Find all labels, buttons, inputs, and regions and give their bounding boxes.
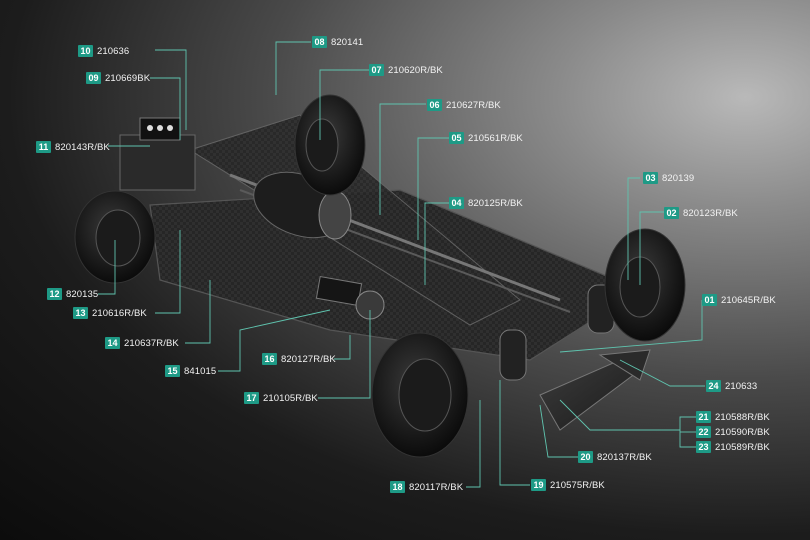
callout-number: 08 bbox=[312, 36, 327, 48]
callout-24: 24 210633 bbox=[706, 379, 757, 393]
top-deck bbox=[188, 114, 521, 326]
callout-number: 09 bbox=[86, 72, 101, 84]
callout-number: 19 bbox=[531, 479, 546, 491]
part-code: 820139 bbox=[662, 172, 695, 184]
part-code: 210669BK bbox=[105, 72, 151, 84]
part-code: 820143R/BK bbox=[55, 141, 110, 153]
callout-number: 13 bbox=[73, 307, 88, 319]
callout-number: 03 bbox=[643, 172, 658, 184]
part-code: 820117R/BK bbox=[409, 481, 464, 493]
callout-18: 18 820117R/BK bbox=[390, 480, 463, 494]
callout-14: 14 210637R/BK bbox=[105, 336, 179, 350]
part-code: 210589R/BK bbox=[715, 441, 770, 453]
part-code: 820135 bbox=[66, 288, 99, 300]
part-code: 210645R/BK bbox=[721, 294, 776, 306]
part-code: 210105R/BK bbox=[263, 392, 318, 404]
callout-15: 15 841015 bbox=[165, 364, 216, 378]
callout-16: 16 820127R/BK bbox=[262, 352, 336, 366]
part-code: 210590R/BK bbox=[715, 426, 770, 438]
wheel-rear-right bbox=[294, 94, 366, 196]
part-code: 841015 bbox=[184, 365, 217, 377]
callout-19: 19 210575R/BK bbox=[531, 478, 605, 492]
callout-10: 10 210636 bbox=[78, 44, 129, 58]
callout-number: 02 bbox=[664, 207, 679, 219]
callout-23: 23 210589R/BK bbox=[696, 440, 770, 454]
callout-number: 10 bbox=[78, 45, 93, 57]
callout-05: 05 210561R/BK bbox=[449, 131, 523, 145]
part-code: 210633 bbox=[725, 380, 758, 392]
callout-number: 20 bbox=[578, 451, 593, 463]
callout-12: 12 820135 bbox=[47, 287, 98, 301]
callout-13: 13 210616R/BK bbox=[73, 306, 147, 320]
callout-04: 04 820125R/BK bbox=[449, 196, 523, 210]
part-code: 210636 bbox=[97, 45, 130, 57]
callout-number: 07 bbox=[369, 64, 384, 76]
callout-number: 14 bbox=[105, 337, 120, 349]
callout-22: 22 210590R/BK bbox=[696, 425, 770, 439]
callout-number: 15 bbox=[165, 365, 180, 377]
part-code: 210575R/BK bbox=[550, 479, 605, 491]
callout-number: 05 bbox=[449, 132, 464, 144]
callout-number: 21 bbox=[696, 411, 711, 423]
part-code: 210588R/BK bbox=[715, 411, 770, 423]
callout-number: 23 bbox=[696, 441, 711, 453]
callout-number: 04 bbox=[449, 197, 464, 209]
callout-21: 21 210588R/BK bbox=[696, 410, 770, 424]
callout-number: 22 bbox=[696, 426, 711, 438]
wheel-rear-left bbox=[74, 190, 156, 284]
callout-number: 11 bbox=[36, 141, 51, 153]
callout-08: 08 820141 bbox=[312, 35, 363, 49]
part-code: 820137R/BK bbox=[597, 451, 652, 463]
receiver bbox=[315, 275, 363, 307]
callout-number: 01 bbox=[702, 294, 717, 306]
callout-number: 06 bbox=[427, 99, 442, 111]
part-code: 820125R/BK bbox=[468, 197, 523, 209]
wheel-front-left bbox=[371, 332, 469, 458]
part-code: 210561R/BK bbox=[468, 132, 523, 144]
callout-number: 12 bbox=[47, 288, 62, 300]
callout-11: 11 820143R/BK bbox=[36, 140, 110, 154]
part-code: 210616R/BK bbox=[92, 307, 147, 319]
part-code: 820141 bbox=[331, 36, 364, 48]
part-code: 820127R/BK bbox=[281, 353, 336, 365]
part-code: 210627R/BK bbox=[446, 99, 501, 111]
part-code: 210637R/BK bbox=[124, 337, 179, 349]
callout-number: 16 bbox=[262, 353, 277, 365]
callout-09: 09 210669BK bbox=[86, 71, 150, 85]
callout-02: 02 820123R/BK bbox=[664, 206, 738, 220]
callout-06: 06 210627R/BK bbox=[427, 98, 501, 112]
leader-lines bbox=[98, 41, 705, 488]
wheel-front-right bbox=[604, 228, 686, 342]
callout-number: 24 bbox=[706, 380, 721, 392]
part-code: 820123R/BK bbox=[683, 207, 738, 219]
callout-number: 17 bbox=[244, 392, 259, 404]
callout-01: 01 210645R/BK bbox=[702, 293, 776, 307]
part-code: 210620R/BK bbox=[388, 64, 443, 76]
rear-bulkhead bbox=[119, 134, 196, 191]
callout-20: 20 820137R/BK bbox=[578, 450, 652, 464]
callout-17: 17 210105R/BK bbox=[244, 391, 318, 405]
callout-07: 07 210620R/BK bbox=[369, 63, 443, 77]
callout-03: 03 820139 bbox=[643, 171, 694, 185]
callout-number: 18 bbox=[390, 481, 405, 493]
